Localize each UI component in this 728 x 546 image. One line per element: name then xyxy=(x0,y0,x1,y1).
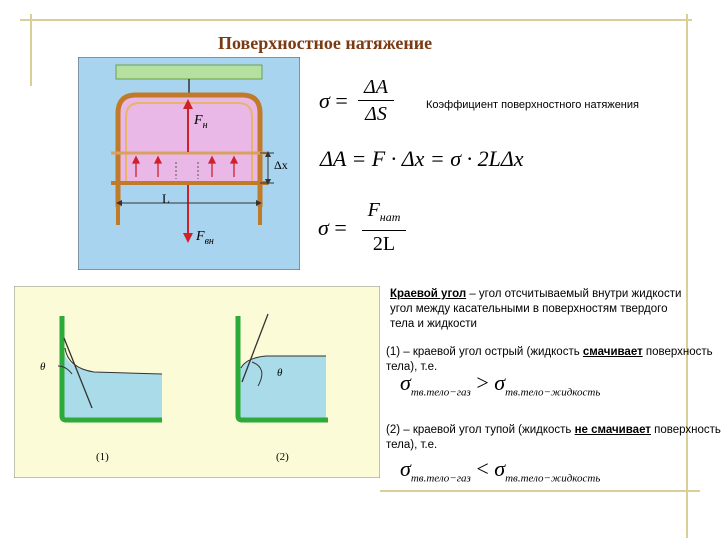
contact-angle-term: Краевой угол xyxy=(390,288,467,300)
dx-label: Δx xyxy=(274,158,288,172)
formula3-fraction: Fнат 2L xyxy=(362,199,406,255)
formula3-lhs: σ = xyxy=(318,215,347,240)
force-top-label: Fн xyxy=(194,113,208,131)
case2-text: (2) – краевой угол тупой (жидкость не см… xyxy=(386,424,721,451)
contact-angle-definition: Краевой угол – угол отсчитываемый внутри… xyxy=(390,288,682,330)
frame-diagram xyxy=(77,56,301,271)
formula1-lhs: σ = xyxy=(319,88,348,113)
vessel-label-1: (1) xyxy=(96,451,109,463)
right-decor-line-lower xyxy=(686,480,688,538)
formula1-fraction: ΔA ΔS xyxy=(358,76,394,125)
vessel-label-2: (2) xyxy=(276,451,289,463)
vessel-diagram xyxy=(13,285,381,479)
inequality-2: σтв.тело−газ < σтв.тело−жидкость xyxy=(400,456,601,485)
case1-text: (1) – краевой угол острый (жидкость смач… xyxy=(386,346,713,373)
theta-label-1: θ xyxy=(40,361,46,373)
formula1-caption: Коэффициент поверхностного натяжения xyxy=(426,99,639,111)
force-bottom-label: Fвн xyxy=(196,229,214,247)
length-label: L xyxy=(162,191,170,206)
inequality-1: σтв.тело−газ > σтв.тело−жидкость xyxy=(400,370,601,399)
vessel-figure: θ θ (1) (2) xyxy=(13,285,381,479)
slide-title: Поверхностное натяжение xyxy=(218,33,433,53)
formula2: ΔA = F · Δx = σ · 2LΔx xyxy=(320,146,524,171)
theta-label-2: θ xyxy=(277,367,283,379)
left-decor-line xyxy=(30,14,32,86)
frame-figure: Fн Fвн L Δx xyxy=(77,56,301,271)
bottom-decor-line xyxy=(380,490,700,492)
top-decor-line xyxy=(20,19,692,21)
right-decor-line xyxy=(686,14,688,484)
